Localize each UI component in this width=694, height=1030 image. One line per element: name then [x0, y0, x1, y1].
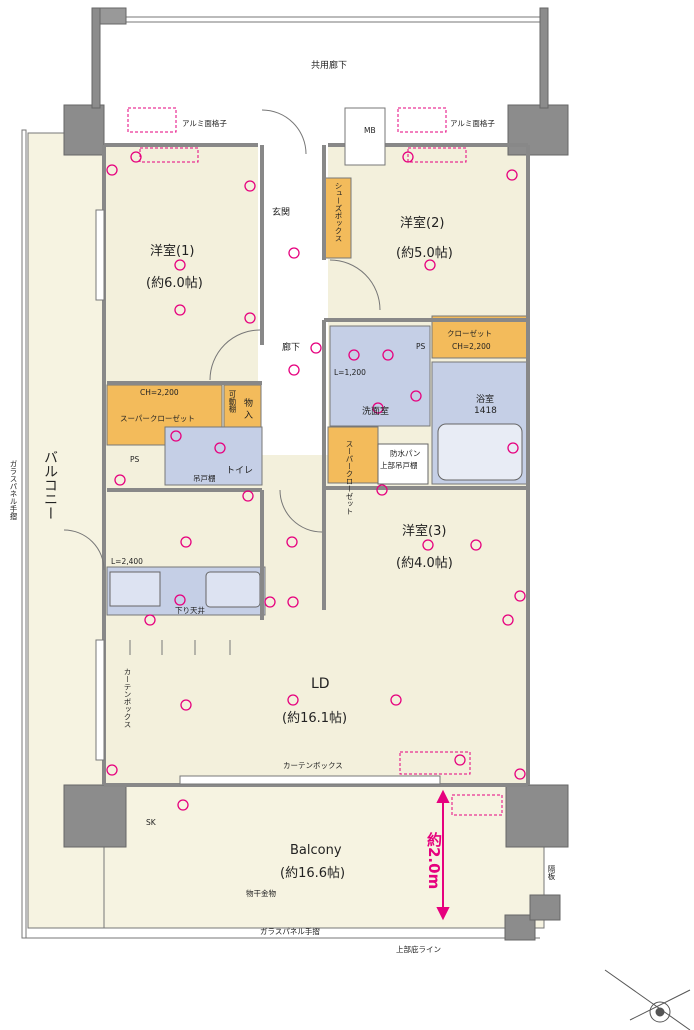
- room-3-size: (約4.0帖): [396, 556, 453, 571]
- balcony-size: (約16.6帖): [280, 866, 346, 881]
- doors: [63, 109, 381, 655]
- washroom-label: 洗面室: [362, 407, 390, 417]
- waterproof-pan-label: 防水パン: [390, 449, 421, 458]
- toilet-shelf-label: 吊戸棚: [193, 474, 216, 483]
- curtain-box-horizontal-label: カーテンボックス: [283, 761, 343, 770]
- depth-arrow: [436, 789, 450, 921]
- bathroom-size-label: 1418: [474, 406, 497, 416]
- columns: [63, 7, 569, 941]
- hallway-label: 廊下: [282, 343, 301, 353]
- ps-left-label: PS: [130, 455, 140, 464]
- bathroom-label: 浴室: [476, 395, 495, 405]
- storage-shelf-label: 可動棚: [228, 390, 237, 413]
- super-closet-1-label: スーパークローゼット: [120, 414, 195, 423]
- eave-line-label: 上部庇ライン: [396, 945, 441, 954]
- common-corridor-label: 共用廊下: [311, 61, 348, 71]
- dropped-ceiling-label: 下り天井: [175, 606, 205, 615]
- glass-panel-vertical-label: ガラスパネル手摺: [9, 460, 18, 520]
- storage-label: 物入: [244, 399, 254, 421]
- super-closet-1-ch-label: CH=2,200: [140, 388, 179, 397]
- room-2-size: (約5.0帖): [396, 246, 453, 261]
- laundry-hardware-label: 物干金物: [246, 889, 276, 898]
- balcony-name: Balcony: [290, 843, 342, 858]
- curtain-box-vertical-label: カーテンボックス: [123, 668, 132, 728]
- closet-2-shape: [431, 315, 528, 359]
- aluminum-grille-right-label: アルミ面格子: [450, 119, 495, 128]
- windows: [95, 107, 441, 785]
- common-corridor-lines: [91, 7, 540, 25]
- balcony-depth-label: 約2.0m: [425, 832, 443, 890]
- room-2-name: 洋室(2): [400, 216, 445, 231]
- room-ld-name: LD: [311, 676, 330, 692]
- room-ld-size: (約16.1帖): [282, 711, 348, 726]
- aluminum-grille-left-label: アルミ面格子: [182, 119, 227, 128]
- toilet-label: トイレ: [226, 466, 254, 476]
- compass-icon: [604, 969, 691, 1030]
- upper-shelf-label: 上部吊戸棚: [380, 461, 418, 470]
- room-3-name: 洋室(3): [402, 524, 447, 539]
- genkan-label: 玄関: [272, 208, 291, 218]
- closet-label: クローゼット: [447, 329, 492, 338]
- shoe-box-label: シューズボックス: [334, 182, 343, 242]
- room-1-name: 洋室(1): [150, 244, 195, 259]
- super-closet-2-label: スーパークローゼット: [345, 440, 354, 515]
- super-closet-2-shape: [327, 426, 379, 484]
- washroom-length-label: L=1,200: [334, 368, 366, 377]
- storage-shape: [223, 384, 262, 428]
- balcony-vertical-label: バルコニー: [42, 450, 58, 520]
- glass-panel-horizontal-label: ガラスパネル手摺: [260, 927, 320, 936]
- kitchen-length-label: L=2,400: [111, 557, 143, 566]
- mb-label: MB: [364, 126, 376, 135]
- ps-top-label: PS: [416, 342, 426, 351]
- sk-label: SK: [146, 818, 156, 827]
- room-1-size: (約6.0帖): [146, 276, 203, 291]
- closet-ch-label: CH=2,200: [452, 342, 491, 351]
- partition-label: 隔板: [547, 865, 556, 880]
